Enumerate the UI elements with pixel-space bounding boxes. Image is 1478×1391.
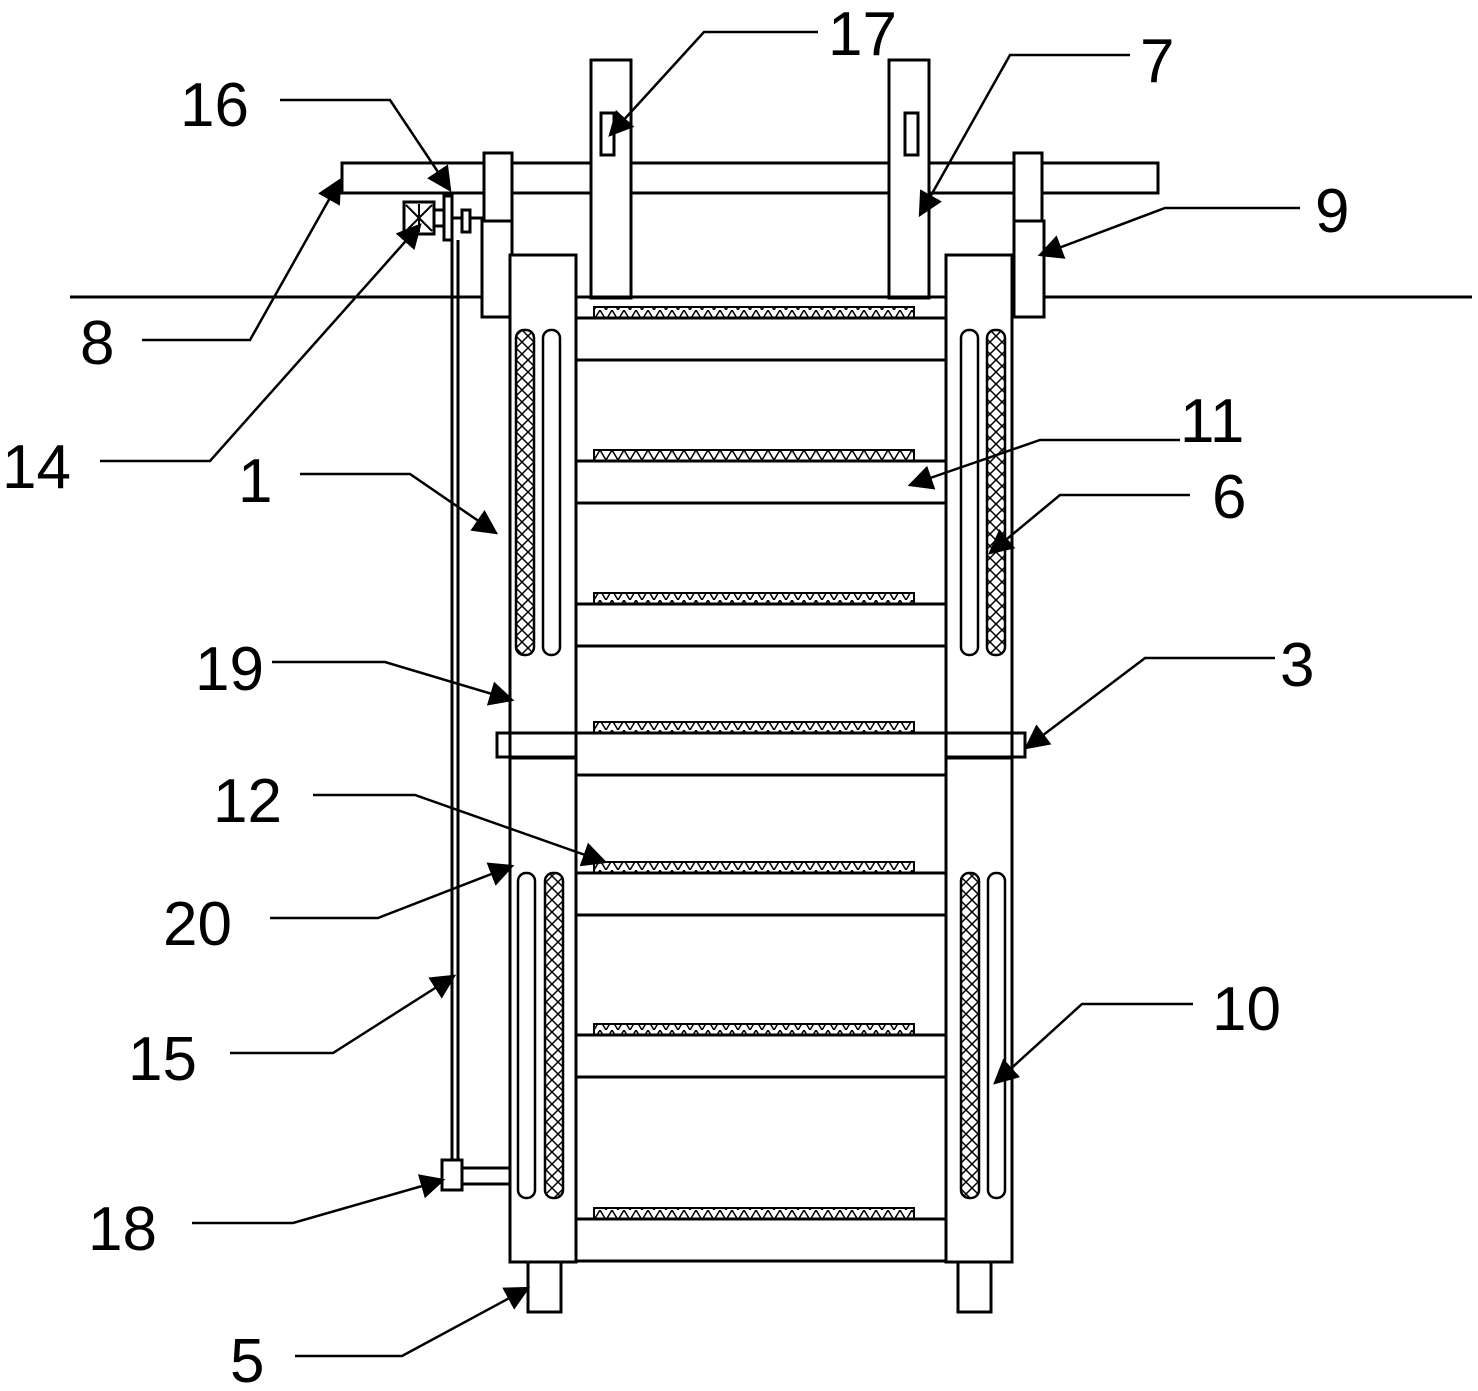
leader-6 [988,493,1190,555]
callout-label-11: 11 [1180,387,1244,456]
tread-4 [593,721,915,734]
right-foot [956,1260,993,1314]
tread-2 [593,449,915,462]
leader-5 [295,1286,531,1358]
leader-8 [142,177,342,342]
left-foot [526,1260,563,1314]
right-lower-slot [986,871,1007,1200]
leader-11 [907,438,1180,490]
left-lower-slot [516,871,537,1200]
callout-label-16: 16 [180,71,249,140]
callout-label-14: 14 [2,433,71,502]
callout-label-17: 17 [828,0,897,69]
winch-axle [460,1166,512,1186]
leader-9 [1037,206,1300,259]
left-lower-hatch [543,871,565,1200]
right-handrail-post [887,58,931,300]
rung-5 [574,871,948,917]
leader-1 [300,472,499,535]
winch-drum [440,1158,464,1192]
tread-3 [593,592,915,605]
leader-18 [192,1174,446,1225]
leader-15 [230,974,457,1055]
leader-10 [993,1002,1193,1085]
leader-12 [313,793,608,867]
callout-label-18: 18 [88,1195,157,1264]
callout-label-10: 10 [1212,975,1281,1044]
left-upper-hatch [514,328,536,657]
rung-1 [574,316,948,362]
pulley [442,194,454,242]
right-post-slot [903,111,920,157]
leader-7 [918,53,1130,218]
callout-label-19: 19 [195,635,264,704]
callout-label-8: 8 [80,309,114,378]
callout-label-20: 20 [163,890,232,959]
rung-6 [574,1033,948,1079]
tread-6 [593,1023,915,1036]
callout-label-5: 5 [230,1327,264,1391]
callout-label-1: 1 [238,447,272,516]
callout-label-3: 3 [1280,631,1314,700]
rung-7 [574,1217,948,1263]
rung-2 [574,459,948,505]
right-upper-hatch [985,328,1007,657]
leader-19 [272,660,515,706]
leader-17 [608,30,818,137]
left-handrail-post [589,58,633,300]
right-lower-clamp [1012,219,1046,319]
callout-label-15: 15 [128,1025,197,1094]
callout-label-7: 7 [1140,27,1174,96]
leader-3 [1024,656,1275,750]
left-lower-clamp [480,219,514,319]
right-lower-hatch [959,871,981,1200]
leader-20 [270,862,515,920]
leader-14 [100,223,422,463]
tread-5 [593,861,915,874]
left-upper-slot [541,328,562,657]
right-upper-clamp [1012,151,1044,223]
callout-label-6: 6 [1212,463,1246,532]
rung-3 [574,602,948,648]
rung-4 [574,731,948,777]
tread-7 [593,1207,915,1220]
right-upper-slot [959,328,980,657]
tread-1 [593,306,915,319]
left-upper-clamp [482,151,514,223]
callout-label-12: 12 [213,767,282,836]
callout-label-9: 9 [1315,177,1349,246]
leader-16 [280,98,452,193]
